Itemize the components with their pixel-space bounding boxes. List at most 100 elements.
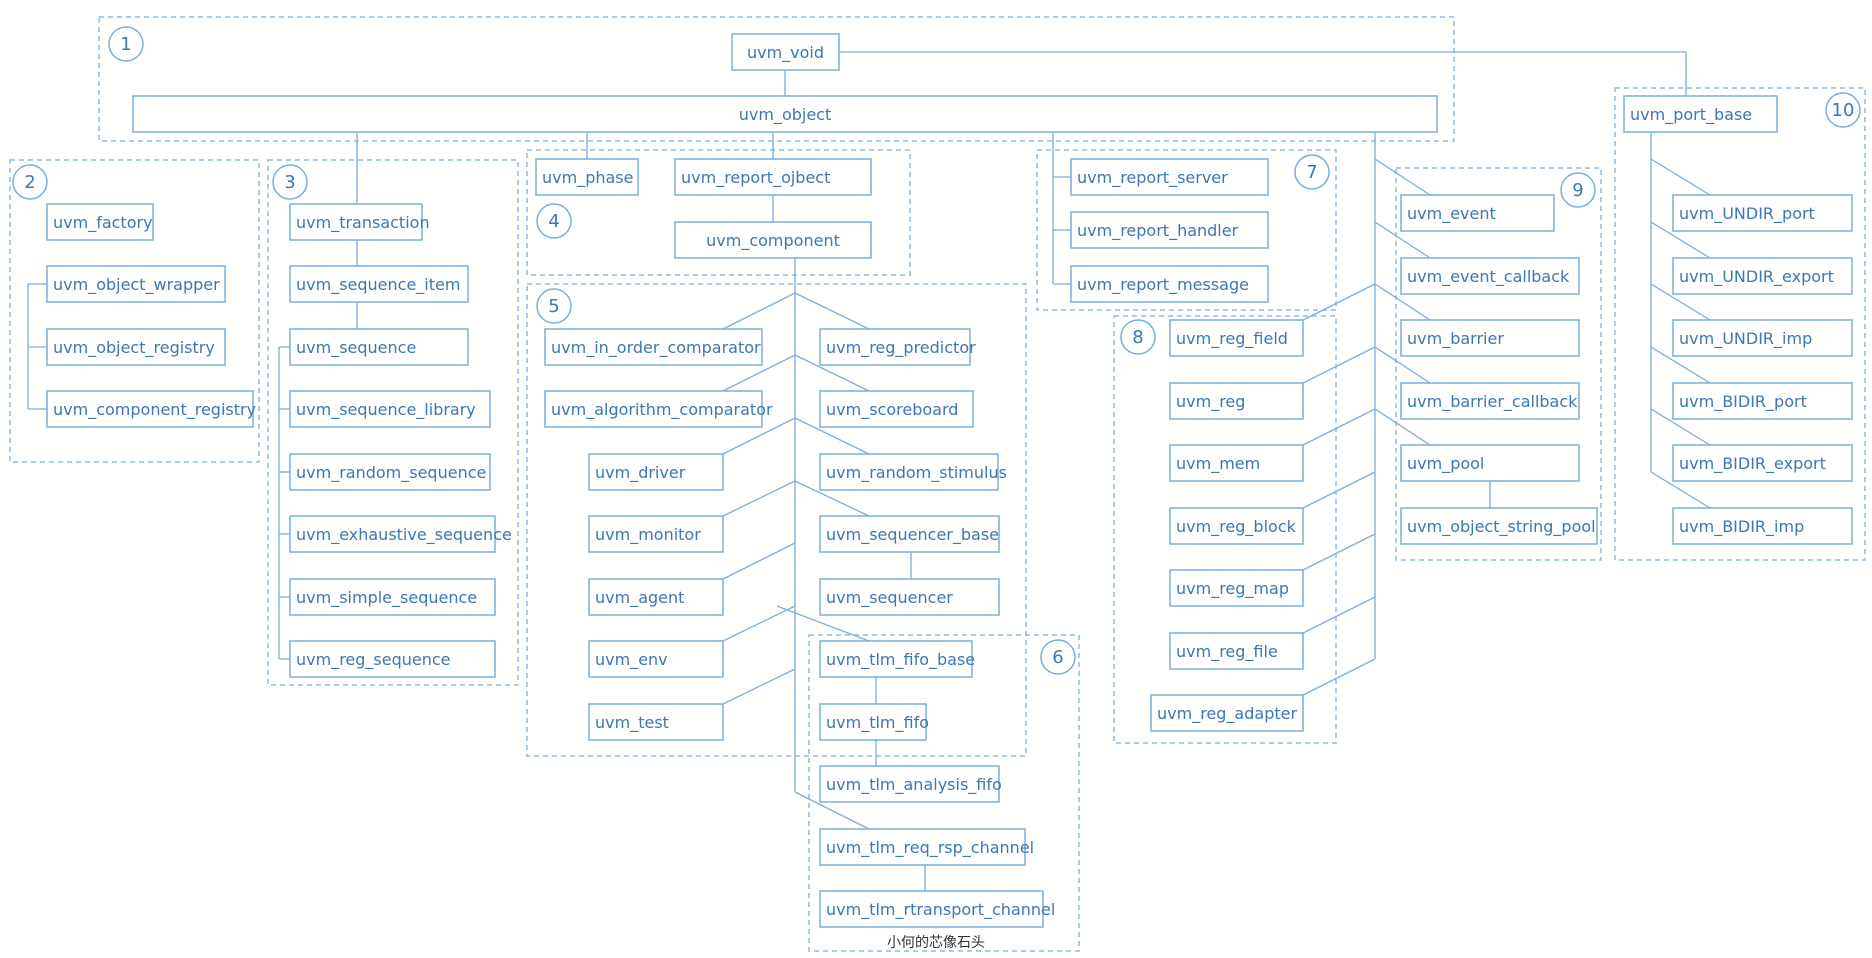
class-node-object-wrapper: uvm_object_wrapper xyxy=(46,265,226,303)
class-node-report-message: uvm_report_message xyxy=(1070,265,1269,303)
class-node-in-order-comparator: uvm_in_order_comparator xyxy=(544,328,763,366)
group-10-frame xyxy=(1614,87,1866,561)
class-label: uvm_scoreboard xyxy=(826,400,958,420)
class-label: uvm_reg_adapter xyxy=(1157,704,1297,724)
class-label: uvm_component xyxy=(706,231,840,251)
class-node-bidir-imp: uvm_BIDIR_imp xyxy=(1672,507,1853,545)
class-label: uvm_event xyxy=(1407,204,1496,224)
inheritance-edge xyxy=(1302,533,1376,571)
class-label: uvm_tlm_fifo_base xyxy=(826,650,975,670)
class-label: uvm_tlm_fifo xyxy=(826,713,929,733)
inheritance-edge xyxy=(1374,346,1431,384)
class-label: uvm_sequencer_base xyxy=(826,525,999,545)
class-node-void: uvm_void xyxy=(731,33,840,71)
class-label: uvm_simple_sequence xyxy=(296,588,477,608)
class-node-sequence-library: uvm_sequence_library xyxy=(289,390,491,428)
class-label: uvm_UNDIR_port xyxy=(1679,204,1815,224)
class-node-reg: uvm_reg xyxy=(1169,382,1304,420)
class-label: uvm_BIDIR_imp xyxy=(1679,517,1804,537)
group-6-frame xyxy=(808,634,1080,952)
inheritance-edge xyxy=(1374,221,1431,259)
class-label: uvm_tlm_req_rsp_channel xyxy=(826,838,1034,858)
svg-text:1: 1 xyxy=(120,34,131,55)
class-node-object: uvm_object xyxy=(132,95,1438,133)
group-9-frame xyxy=(1395,167,1602,561)
class-label: uvm_tlm_analysis_fifo xyxy=(826,775,1002,795)
class-node-bidir-port: uvm_BIDIR_port xyxy=(1672,382,1853,420)
group-1-badge: 1 xyxy=(108,26,144,62)
class-label: uvm_pool xyxy=(1407,454,1484,474)
class-node-agent: uvm_agent xyxy=(588,578,724,616)
class-node-component-registry: uvm_component_registry xyxy=(46,390,256,428)
class-node-report-handler: uvm_report_handler xyxy=(1070,211,1269,249)
class-node-phase: uvm_phase xyxy=(535,158,639,196)
class-label: uvm_port_base xyxy=(1630,105,1752,125)
class-label: uvm_driver xyxy=(595,463,686,483)
class-node-undir-port: uvm_UNDIR_port xyxy=(1672,194,1853,232)
class-node-exhaustive-sequence: uvm_exhaustive_sequence xyxy=(289,515,512,553)
inheritance-edge xyxy=(794,292,870,330)
class-node-bidir-export: uvm_BIDIR_export xyxy=(1672,444,1853,482)
class-label: uvm_tlm_rtransport_channel xyxy=(826,900,1055,920)
group-9-badge: 9 xyxy=(1560,172,1596,208)
class-node-tlm-req-rsp-channel: uvm_tlm_req_rsp_channel xyxy=(819,828,1034,866)
class-node-sequencer: uvm_sequencer xyxy=(819,578,1000,616)
class-node-sequence-item: uvm_sequence_item xyxy=(289,265,469,303)
svg-text:7: 7 xyxy=(1306,162,1317,183)
groups-layer xyxy=(9,16,1866,952)
class-label: uvm_monitor xyxy=(595,525,701,545)
class-node-driver: uvm_driver xyxy=(588,453,724,491)
class-label: uvm_report_ojbect xyxy=(681,168,830,188)
class-label: uvm_sequence_item xyxy=(296,275,460,295)
inheritance-edge xyxy=(776,605,870,642)
class-node-reg-adapter: uvm_reg_adapter xyxy=(1150,694,1304,732)
group-2-badge: 2 xyxy=(12,164,48,200)
class-node-pool: uvm_pool xyxy=(1400,444,1580,482)
class-label: uvm_reg xyxy=(1176,392,1245,412)
class-label: uvm_report_server xyxy=(1077,168,1228,188)
inheritance-edge xyxy=(794,480,870,517)
class-node-sequencer-base: uvm_sequencer_base xyxy=(819,515,1000,553)
inheritance-edge xyxy=(722,417,796,455)
group-5-badge: 5 xyxy=(536,288,572,324)
group-4-badge: 4 xyxy=(536,203,572,239)
class-node-reg-file: uvm_reg_file xyxy=(1169,632,1304,670)
svg-text:9: 9 xyxy=(1572,180,1583,201)
svg-text:2: 2 xyxy=(24,172,35,193)
inheritance-edge xyxy=(722,354,796,392)
group-8-frame xyxy=(1113,315,1337,744)
inheritance-edge xyxy=(1374,283,1431,321)
class-label: uvm_object xyxy=(739,105,832,125)
inheritance-edge xyxy=(1650,408,1711,446)
inheritance-edge xyxy=(1650,283,1711,321)
nodes-layer: uvm_void uvm_object uvm_port_base uvm_facto… xyxy=(46,33,1853,928)
class-label: uvm_random_sequence xyxy=(296,463,486,483)
class-node-scoreboard: uvm_scoreboard xyxy=(819,390,974,428)
svg-text:8: 8 xyxy=(1132,327,1143,348)
class-label: uvm_transaction xyxy=(296,213,430,233)
class-label: uvm_reg_sequence xyxy=(296,650,451,670)
group-7-frame xyxy=(1036,149,1337,311)
inheritance-edge xyxy=(722,542,796,580)
diagram-caption: 小何的芯像石头 xyxy=(887,935,985,951)
class-label: uvm_object_wrapper xyxy=(53,275,220,295)
inheritance-edge xyxy=(1302,408,1376,446)
svg-text:6: 6 xyxy=(1052,647,1063,668)
class-label: uvm_factory xyxy=(53,213,153,233)
inheritance-edge xyxy=(1302,283,1376,321)
svg-text:3: 3 xyxy=(284,172,295,193)
class-label: uvm_object_registry xyxy=(53,338,215,358)
class-label: uvm_void xyxy=(747,43,824,63)
class-label: uvm_reg_file xyxy=(1176,642,1278,662)
inheritance-edge xyxy=(722,480,796,517)
class-node-barrier-callback: uvm_barrier_callback xyxy=(1400,382,1580,420)
class-label: uvm_UNDIR_export xyxy=(1679,267,1834,287)
svg-text:4: 4 xyxy=(548,211,559,232)
group-7-badge: 7 xyxy=(1294,154,1330,190)
group-3-frame xyxy=(267,159,519,686)
inheritance-edge xyxy=(794,791,870,830)
group-1-frame xyxy=(98,16,1455,142)
class-label: uvm_phase xyxy=(542,168,633,188)
